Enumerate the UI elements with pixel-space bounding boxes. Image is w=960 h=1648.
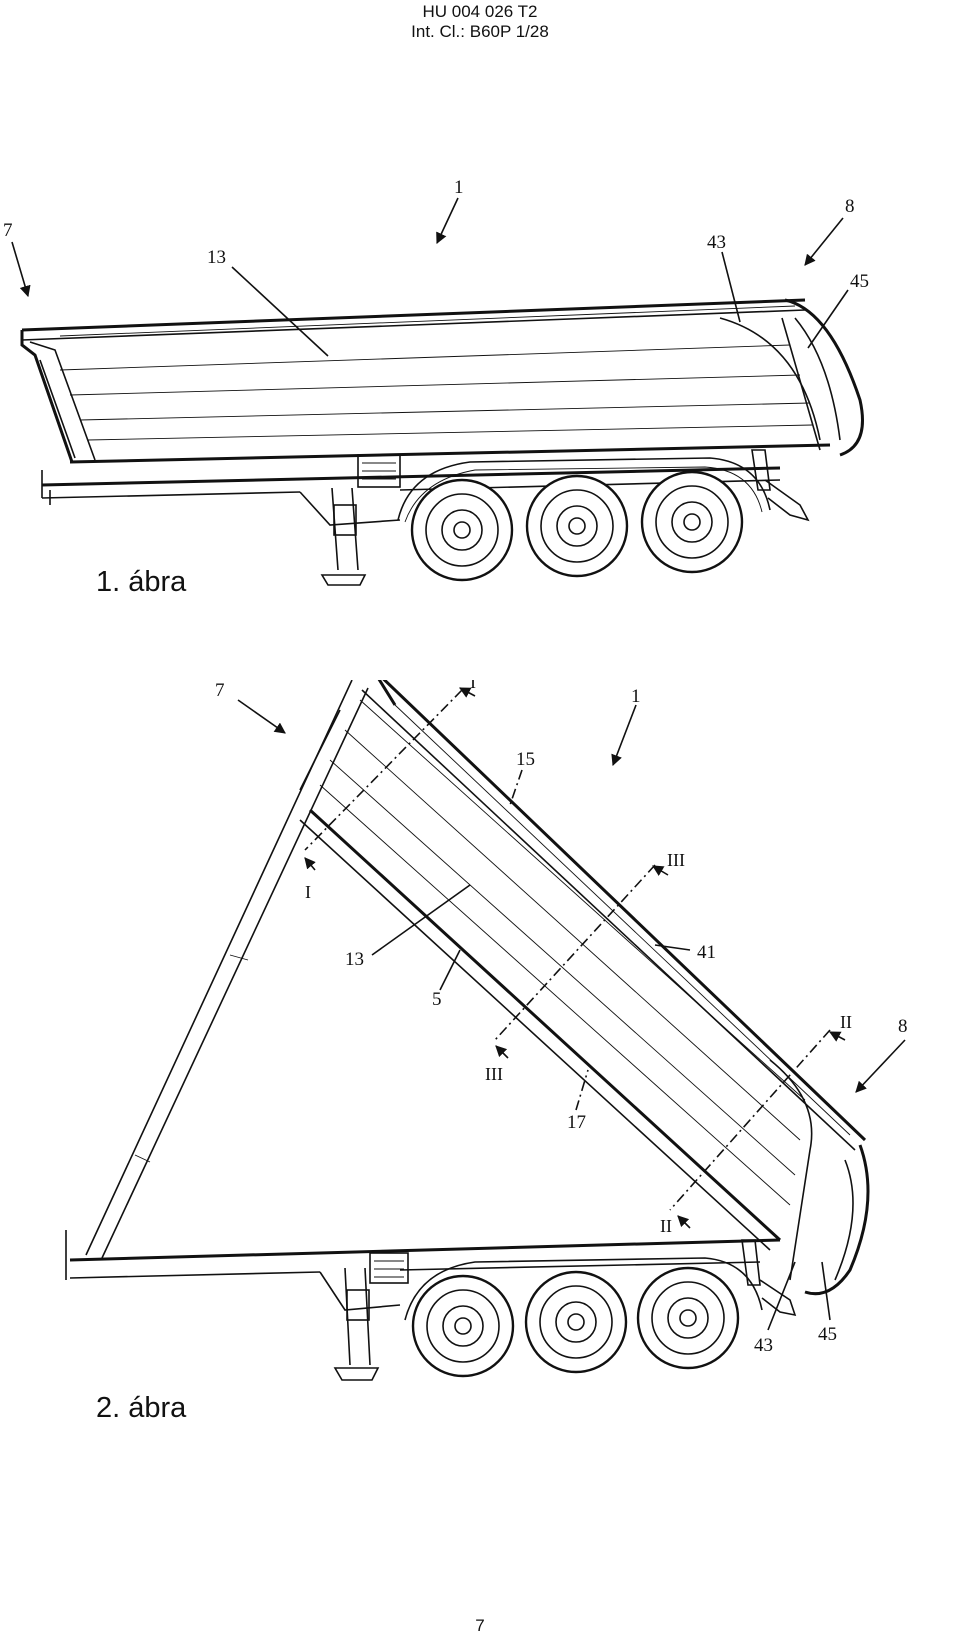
hydraulic-ram <box>85 680 369 1259</box>
figure-2-drawing: 1 7 8 13 5 15 17 41 43 45 I I III III II… <box>65 680 908 1381</box>
document-number: HU 004 026 T2 <box>422 2 538 21</box>
landing-gear-2 <box>333 1267 380 1381</box>
chassis-frame-2 <box>65 1230 781 1311</box>
dump-body-lowered <box>20 298 864 464</box>
ref-label-5: 5 <box>432 989 442 1010</box>
ref-label-17: 17 <box>567 1112 586 1133</box>
equipment-box <box>357 454 401 488</box>
section-label-III-bottom: III <box>485 1064 503 1084</box>
section-label-I-bottom: I <box>305 882 311 902</box>
rear-hinge-hook <box>751 449 810 522</box>
rear-hinge-hook-2 <box>741 1239 797 1317</box>
ref-label-45: 45 <box>850 271 869 292</box>
ref-label-15: 15 <box>516 749 535 770</box>
ref-label-13: 13 <box>345 949 364 970</box>
figure-1-drawing: 1 7 8 13 43 45 <box>3 177 869 586</box>
figure-2-caption: 2. ábra <box>96 1392 187 1424</box>
page-number: 7 <box>475 1616 485 1635</box>
ref-label-43: 43 <box>707 232 726 253</box>
section-label-I-top: I <box>470 680 476 692</box>
wheels-2 <box>411 1266 740 1378</box>
ref-label-41: 41 <box>697 942 716 963</box>
classification-code: Int. Cl.: B60P 1/28 <box>411 22 549 41</box>
ref-label-45: 45 <box>818 1324 837 1345</box>
ref-label-1: 1 <box>631 686 641 707</box>
section-label-II-top: II <box>840 1012 852 1032</box>
landing-gear <box>320 487 367 586</box>
ref-label-7: 7 <box>215 680 225 701</box>
equipment-box-2 <box>369 1252 409 1284</box>
wheels <box>410 470 744 582</box>
ref-label-7: 7 <box>3 220 13 241</box>
section-label-II-bottom: II <box>660 1216 672 1236</box>
ref-label-8: 8 <box>845 196 855 217</box>
fender-arc-2 <box>404 1257 763 1321</box>
ref-label-8: 8 <box>898 1016 908 1037</box>
dump-body-tipped <box>299 680 870 1296</box>
ref-label-43: 43 <box>754 1335 773 1356</box>
fender-arc <box>397 457 771 523</box>
ref-label-1: 1 <box>454 177 464 198</box>
section-label-III-top: III <box>667 850 685 870</box>
figure-1-caption: 1. ábra <box>96 566 187 598</box>
ref-label-13: 13 <box>207 247 226 268</box>
